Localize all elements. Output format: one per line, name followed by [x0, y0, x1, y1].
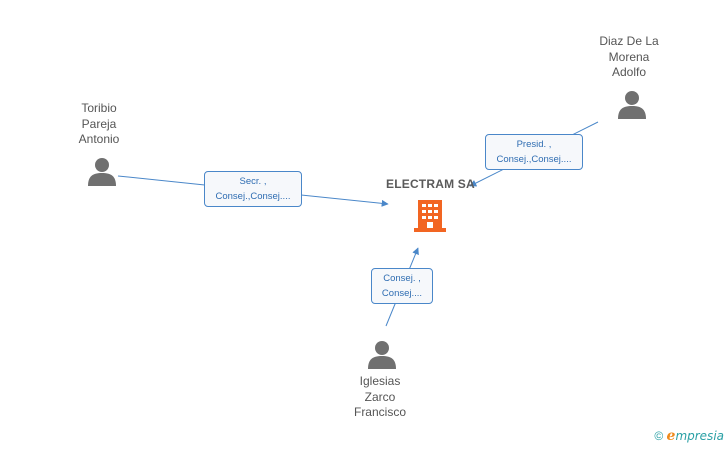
company-name[interactable]: ELECTRAM SA: [386, 177, 475, 191]
role-box-diaz[interactable]: Presid. , Consej.,Consej....: [485, 134, 583, 170]
role-box-iglesias[interactable]: Consej. , Consej....: [371, 268, 433, 304]
role-box-toribio[interactable]: Secr. , Consej.,Consej....: [204, 171, 302, 207]
brand-logo-e: e: [666, 428, 676, 444]
person-name-iglesias[interactable]: Iglesias Zarco Francisco: [353, 374, 406, 419]
person-name-diaz[interactable]: Diaz De La Morena Adolfo: [599, 34, 659, 79]
person-icon[interactable]: [617, 89, 647, 119]
person-icon[interactable]: [367, 339, 397, 369]
footer-brand: © empresia: [654, 428, 724, 444]
copyright-symbol: ©: [654, 429, 664, 443]
building-icon[interactable]: [414, 198, 446, 234]
person-icon[interactable]: [87, 156, 117, 186]
person-name-toribio[interactable]: Toribio Pareja Antonio: [78, 101, 120, 146]
brand-logo-text: mpresia: [675, 429, 724, 443]
